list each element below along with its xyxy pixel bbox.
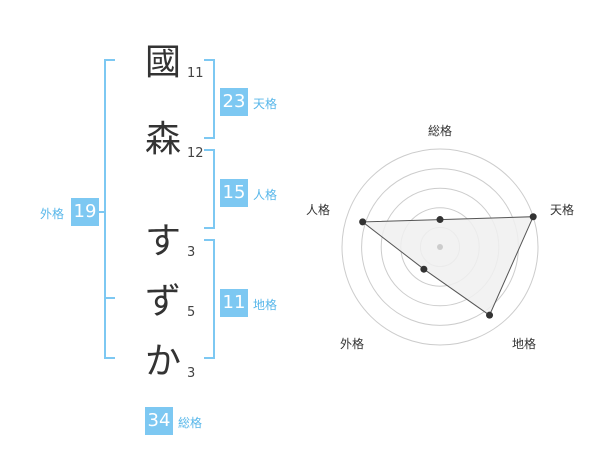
stroke-count-1: 11 xyxy=(187,66,204,81)
chikaku-label: 地格 xyxy=(253,298,278,312)
radar-polygon xyxy=(361,216,534,316)
jinkaku-bracket xyxy=(204,149,215,229)
soukaku-value: 34 xyxy=(145,407,173,435)
chikaku-value: 11 xyxy=(220,289,248,317)
radar-label-gaikaku: 外格 xyxy=(340,337,365,351)
radar-point-3 xyxy=(486,311,494,319)
radar-label-soukaku: 総格 xyxy=(428,124,453,138)
stroke-count-2: 12 xyxy=(187,146,204,161)
stroke-count-5: 3 xyxy=(187,366,196,381)
radar-grid xyxy=(341,148,539,346)
radar-center-dot xyxy=(437,244,443,250)
radar-point-4 xyxy=(420,265,428,273)
jinkaku-label: 人格 xyxy=(253,188,278,202)
name-char-5: か xyxy=(144,341,181,382)
gaikaku-label: 外格 xyxy=(40,207,65,221)
bracket-lines xyxy=(96,59,215,359)
name-breakdown: 國 11 森 12 す 3 ず 5 か 3 23 天格 15 人格 11 地格 … xyxy=(40,42,278,435)
radar-label-jinkaku: 人格 xyxy=(306,203,331,217)
name-char-4: ず xyxy=(144,281,181,322)
radar-points xyxy=(359,213,537,319)
stroke-count-4: 5 xyxy=(187,305,196,320)
radar-point-5 xyxy=(359,218,367,226)
radar-label-tenkaku: 天格 xyxy=(550,203,575,217)
name-char-3: す xyxy=(144,221,181,262)
radar-ring xyxy=(341,148,539,346)
radar-label-chikaku: 地格 xyxy=(512,337,537,351)
radar-chart xyxy=(341,148,539,346)
tenkaku-value: 23 xyxy=(220,88,248,116)
tenkaku-label: 天格 xyxy=(253,97,278,111)
stroke-count-3: 3 xyxy=(187,245,196,260)
soukaku-label: 総格 xyxy=(178,416,203,430)
name-char-1: 國 xyxy=(144,42,181,83)
tenkaku-bracket xyxy=(204,59,215,139)
name-char-2: 森 xyxy=(144,119,181,160)
gaikaku-bracket xyxy=(104,59,115,359)
gaikaku-value: 19 xyxy=(71,198,99,226)
jinkaku-value: 15 xyxy=(220,179,248,207)
chikaku-bracket xyxy=(204,239,215,359)
radar-point-1 xyxy=(436,216,444,224)
radar-point-2 xyxy=(529,213,537,221)
